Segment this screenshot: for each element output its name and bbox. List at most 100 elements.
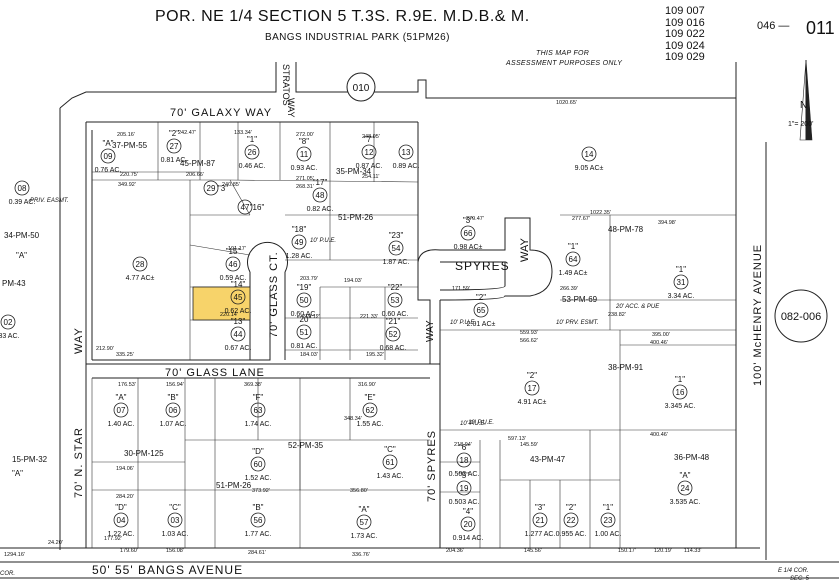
dimension-label: 597.13' [508,436,526,442]
lot-label: "1" [676,265,686,274]
street-label: WAY [519,238,531,262]
sheet-reference: 15-PM-32 [12,455,48,464]
parcel-17[interactable]: 17"2"4.91 AC± [518,371,547,406]
book-number: 046 — [757,20,790,32]
parcel-number-circle [456,480,472,496]
dimension-label: 268.31' [296,184,314,190]
parcel-27[interactable]: 27"2"0.81 AC. [161,129,188,164]
parcel-area: 0.39 AC. [9,199,36,206]
parcel-31[interactable]: 31"1"3.34 AC. [668,265,695,300]
parcel-number: 49 [295,238,304,247]
parcel-number-circle [237,199,253,215]
parcel-number: 06 [169,406,178,415]
parcel-number: 12 [365,148,374,157]
parcel-62[interactable]: 62"E"1.55 AC. [357,393,384,428]
dimension-label: 272.00' [296,132,314,138]
parcel-13[interactable]: 130.89 AC. [393,144,420,170]
parcel-number-circle [456,452,472,468]
parcel-64[interactable]: 64"1"1.49 AC± [559,242,588,277]
parcel-24[interactable]: 24"A"3.535 AC. [670,471,701,506]
parcel-number-circle [250,512,266,528]
parcel-number-circle [672,384,688,400]
parcel-02[interactable]: 02.33 AC. [0,314,20,340]
map-reference-circle[interactable] [346,72,376,102]
parcel-22[interactable]: 22"2"0.955 AC. [556,503,587,538]
parcel-number-circle [473,302,489,318]
parcel-19[interactable]: 19"5"0.503 AC. [449,471,480,506]
parcel-51[interactable]: 51"20"0.81 AC. [291,315,318,350]
parcel-08[interactable]: 080.39 AC. [9,180,36,206]
map-reference-circle[interactable] [774,289,828,343]
parcel-16[interactable]: 16"1"3.345 AC. [665,375,696,410]
sheet-reference: 53-PM-69 [562,295,598,304]
parcel-area: 0.955 AC. [556,531,587,538]
parcel-48[interactable]: 48"17"0.82 AC. [307,178,334,213]
parcel-60[interactable]: 60"D"1.52 AC. [245,447,272,482]
easement-label: 20' ACC. & PUE [615,304,660,310]
parcel-06[interactable]: 06"B"1.07 AC. [160,393,187,428]
parcel-54[interactable]: 54"23"1.87 AC. [383,231,410,266]
dimension-label: 369.38' [244,382,262,388]
parcel-56[interactable]: 56"B"1.77 AC. [245,503,272,538]
parcel-04[interactable]: 04"D"1.22 AC. [108,503,135,538]
parcel-number-circle [563,512,579,528]
parcel-number-circle [460,516,476,532]
lot-label: "3" [463,216,473,225]
parcel-area: 0.89 AC. [393,163,420,170]
parcel-number: 48 [316,191,325,200]
parcel-area: 0.62 AC. [225,308,252,315]
book-page: 109 029 [665,51,705,63]
parcel-11[interactable]: 11"8"0.93 AC. [291,137,318,172]
parcel-50[interactable]: 50"19"0.60 AC. [291,283,318,318]
parcel-20[interactable]: 20"4"0.914 AC. [453,507,484,542]
parcel-18[interactable]: 18"6"0.503 AC. [449,443,480,478]
parcel-number: 63 [254,406,263,415]
parcel-number-circle [167,512,183,528]
parcel-area: 1.55 AC. [357,421,384,428]
parcel-14[interactable]: 149.05 AC± [575,146,604,172]
parcel-23[interactable]: 23"1"1.00 AC. [595,503,622,538]
parcel-12[interactable]: 12"7"0.87 AC. [356,135,383,170]
parcel-57[interactable]: 57"A"1.73 AC. [351,505,378,540]
parcel-28[interactable]: 284.77 AC± [126,256,155,282]
street-label: STRATOS [281,64,291,106]
parcel-47[interactable]: 47"16" [237,199,264,215]
north-arrow-icon: N [799,59,813,141]
lot-label: "14" [231,280,246,289]
dimension-label: 1020.65' [556,100,577,106]
parcel-03[interactable]: 03"C"1.03 AC. [162,503,189,538]
lot-label: "1" [603,503,613,512]
parcel-26[interactable]: 26"1"0.46 AC. [239,135,266,170]
parcel-07[interactable]: 07"A"1.40 AC. [108,393,135,428]
parcel-29[interactable]: 29"3" [203,180,228,196]
parcel-number-circle [113,512,129,528]
parcel-21[interactable]: 21"3"1.277 AC. [525,503,556,538]
parcel-09[interactable]: 09"A"0.76 AC. [95,139,122,174]
parcel-63[interactable]: 63"F"1.74 AC. [245,393,272,428]
parcel-65[interactable]: 65"2"2.01 AC± [467,293,496,328]
parcel-number-circle [362,402,378,418]
parcel-61[interactable]: 61"C"1.43 AC. [377,445,404,480]
parcel-66[interactable]: 66"3"0.98 AC± [454,216,483,251]
parcel-46[interactable]: 46"15"0.59 AC. [220,247,247,282]
dimension-label: 240.85' [222,182,240,188]
parcel-number-circle [203,180,219,196]
dimension-label: 133.34' [234,130,252,136]
parcel-52[interactable]: 52"21"0.68 AC. [380,317,407,352]
parcel-number: 50 [300,296,309,305]
parcel-number-circle [600,512,616,528]
parcel-53[interactable]: 53"22"0.60 AC. [382,283,409,318]
street-label: 50' 55' BANGS AVENUE [92,563,243,577]
dimension-label: 212.90' [96,346,114,352]
dimension-label: 266.39' [560,286,578,292]
parcel-number-circle [100,148,116,164]
parcel-area: 1.77 AC. [245,531,272,538]
lot-label: "E" [364,393,375,402]
parcel-45[interactable]: 45"14"0.62 AC. [225,280,252,315]
parcel-49[interactable]: 49"18"1.28 AC. [286,225,313,260]
dimension-label: 220.75' [120,172,138,178]
dimension-label: 394.98' [658,220,676,226]
parcel-number: 09 [104,152,113,161]
parcel-number-circle [382,454,398,470]
parcel-44[interactable]: 44"13"0.67 AC. [225,317,252,352]
